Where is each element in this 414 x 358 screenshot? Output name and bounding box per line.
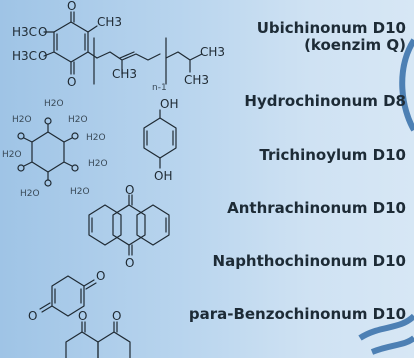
hydroquinone-atom-label: OH <box>160 97 178 111</box>
ubiquinone-atom-label: O <box>67 75 76 89</box>
benzoquinone-atom-label: O <box>96 269 105 283</box>
benzoquinone-structure: O O <box>28 269 105 323</box>
water-label: H2O <box>44 99 64 109</box>
water-label: H2O <box>2 150 22 160</box>
trichinoyl-structure: H2O H2O H2O H2O H2O H2O H2O H2O <box>2 99 108 199</box>
water-label: H2O <box>88 159 108 169</box>
ubiquinone-atom-label: O <box>67 0 76 13</box>
ubiquinone-atom-label: O <box>38 49 47 63</box>
remedy-label-hydrochinonum: Hydrochinonum D8 <box>244 92 406 110</box>
remedy-label-ubichinonum: Ubichinonum D10 <box>256 19 406 37</box>
benzoquinone-atom-label: O <box>28 309 37 323</box>
water-label: H2O <box>86 133 106 143</box>
ubiquinone-atom-label: H3C <box>12 49 37 63</box>
water-label: H2O <box>20 189 40 199</box>
naphthoquinone-structure: O O <box>65 309 131 358</box>
water-label: H2O <box>70 187 90 197</box>
ubiquinone-repeat-label: n-1 <box>152 83 167 93</box>
remedy-label-anthrachinonum: Anthrachinonum D10 <box>227 199 406 217</box>
ubiquinone-atom-label: CH3 <box>200 45 225 59</box>
hydroquinone-atom-label: OH <box>154 169 172 183</box>
naphthoquinone-atom-label: O <box>112 309 121 323</box>
ubiquinone-atom-label: H3C <box>12 25 37 39</box>
decorative-swirl-bottom <box>358 313 414 355</box>
ubiquinone-atom-label: CH3 <box>184 73 209 87</box>
ubiquinone-structure: O O H3C H3C O O CH3 CH3 CH3 CH3 n-1 <box>12 0 225 93</box>
naphthoquinone-atom-label: O <box>78 309 87 323</box>
water-label: H2O <box>68 115 88 125</box>
remedy-label-naphthochinonum: Naphthochinonum D10 <box>212 252 406 270</box>
decorative-swirl <box>399 38 414 132</box>
anthraquinone-atom-label: O <box>125 256 134 270</box>
ubiquinone-atom-label: O <box>38 25 47 39</box>
remedy-label-koenzim-q: (koenzim Q) <box>304 36 406 54</box>
anthraquinone-atom-label: O <box>125 183 134 197</box>
remedy-label-para-benzochinonum: para-Benzochinonum D10 <box>188 305 406 323</box>
ubiquinone-atom-label: CH3 <box>112 67 137 81</box>
remedy-label-trichinoylum: Trichinoylum D10 <box>259 146 406 164</box>
water-label: H2O <box>12 115 32 125</box>
hydroquinone-structure: OH OH <box>143 97 178 183</box>
ubiquinone-atom-label: CH3 <box>97 15 122 29</box>
anthraquinone-structure: O O <box>88 183 170 270</box>
